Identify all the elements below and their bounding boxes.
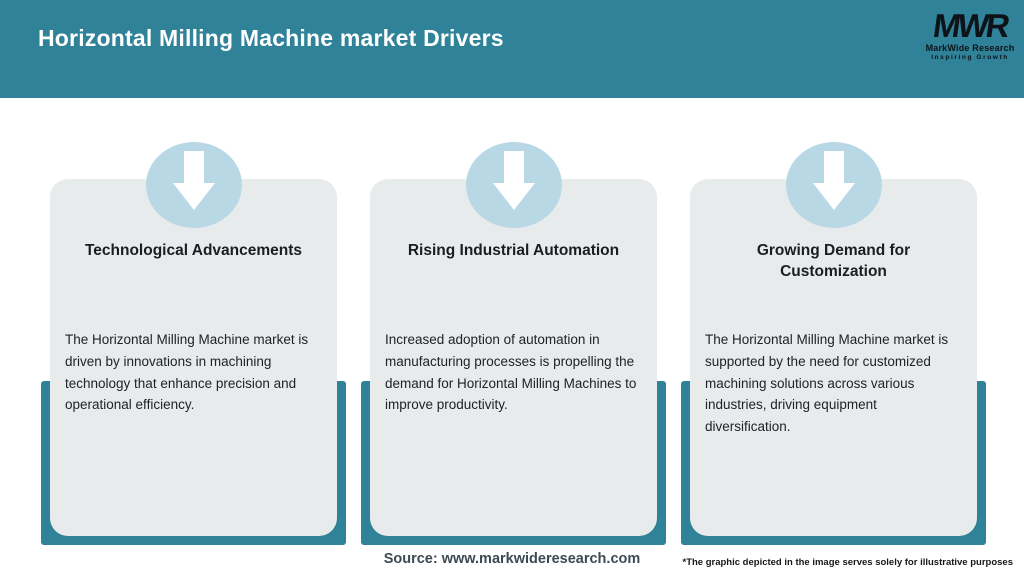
card-title: Growing Demand for Customization <box>756 242 911 280</box>
card-description: The Horizontal Milling Machine market is… <box>65 332 309 413</box>
card-body: Growing Demand for Customization The Hor… <box>690 179 977 536</box>
disclaimer-text: *The graphic depicted in the image serve… <box>682 557 1014 568</box>
logo-name: MarkWide Research <box>925 43 1015 53</box>
driver-card-rising-industrial-automation: Rising Industrial Automation Increased a… <box>361 142 666 545</box>
card-body: Technological Advancements The Horizonta… <box>50 179 337 536</box>
driver-card-technological-advancements: Technological Advancements The Horizonta… <box>41 142 346 545</box>
down-arrow-badge <box>145 142 242 228</box>
driver-card-growing-demand-for-customization: Growing Demand for Customization The Hor… <box>681 142 986 545</box>
logo-acronym: MWR <box>930 7 1010 44</box>
card-description: Increased adoption of automation in manu… <box>385 332 637 413</box>
card-title: Technological Advancements <box>84 242 303 259</box>
logo-tagline: Inspiring Growth <box>931 54 1009 61</box>
page-title: Horizontal Milling Machine market Driver… <box>38 25 504 51</box>
down-arrow-badge <box>785 142 882 228</box>
source-text: Source: www.markwideresearch.com <box>383 551 641 567</box>
card-description: The Horizontal Milling Machine market is… <box>705 332 949 435</box>
card-title: Rising Industrial Automation <box>407 242 620 259</box>
down-arrow-icon <box>492 151 535 210</box>
header-bar: Horizontal Milling Machine market Driver… <box>0 0 1024 98</box>
card-body: Rising Industrial Automation Increased a… <box>370 179 657 536</box>
down-arrow-icon <box>172 151 215 210</box>
down-arrow-icon <box>812 151 855 210</box>
down-arrow-badge <box>465 142 562 228</box>
brand-logo: MWR MarkWide Research Inspiring Growth <box>922 7 1018 61</box>
